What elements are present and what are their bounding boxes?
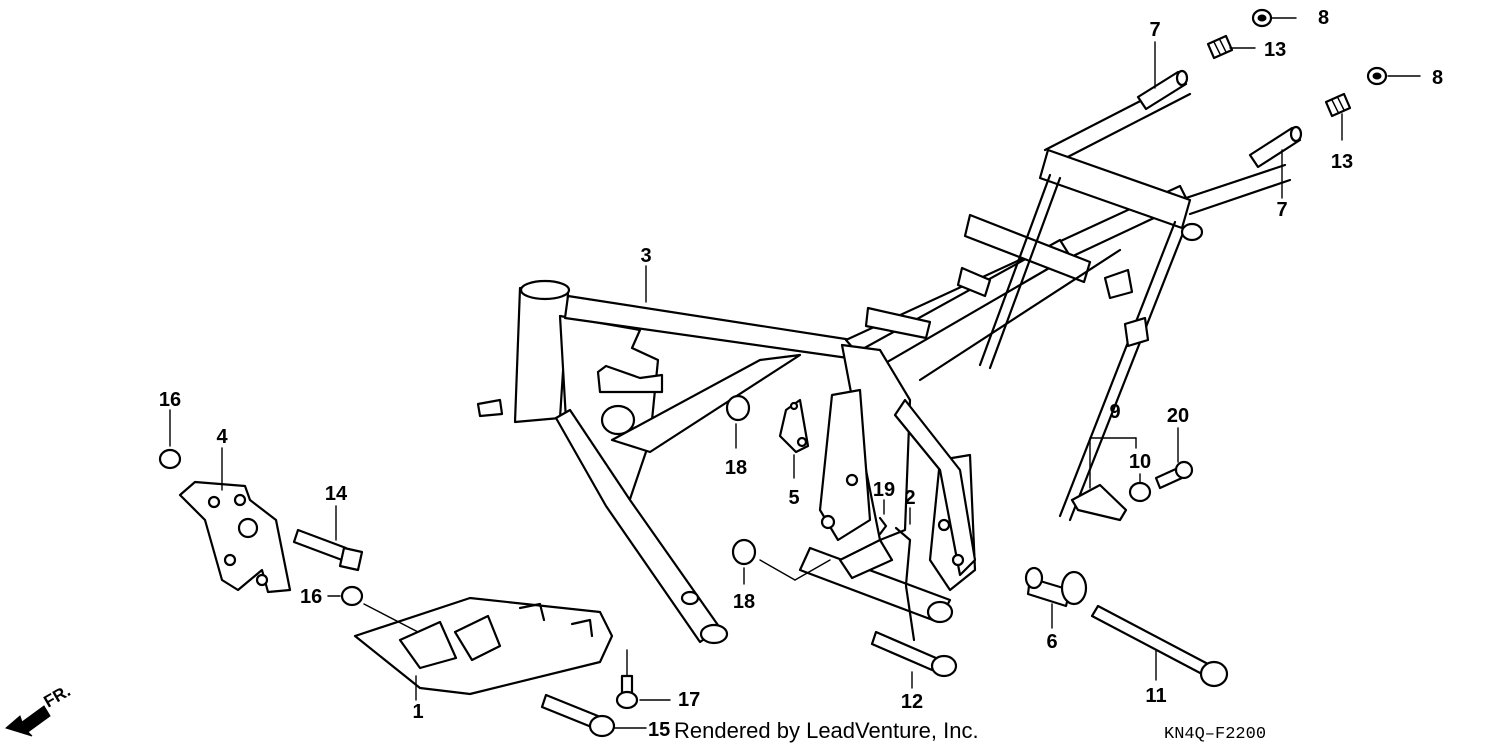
bolt-14: [292, 528, 364, 572]
bolt-13-upper: [1206, 34, 1234, 60]
bolt-15: [540, 693, 616, 738]
callout-6: 6: [1046, 631, 1057, 653]
callout-17: 17: [678, 689, 700, 711]
callout-10: 10: [1129, 451, 1151, 473]
clip-19: [878, 516, 888, 536]
render-credit: Rendered by LeadVenture, Inc.: [674, 718, 979, 743]
leader-lines: [169, 17, 1421, 729]
bolt-20: [1154, 460, 1194, 490]
bolt-13-lower: [1324, 92, 1352, 118]
bolt-17: [615, 674, 639, 710]
cable-2: [894, 526, 916, 642]
engine-hanger-plate: [178, 480, 292, 594]
nut-16-lower: [340, 585, 364, 607]
bolt-12: [870, 630, 958, 678]
callout-16-lower: 16: [300, 586, 322, 608]
front-direction-label: FR.: [41, 681, 74, 711]
callout-2: 2: [904, 487, 915, 509]
nut-18-upper: [725, 394, 751, 422]
callout-18-upper: 18: [725, 457, 747, 479]
diagram-code: KN4Q–F2200: [1164, 725, 1266, 744]
callout-labels: 1 2 3 4 5 6 7 7 8 8 9 10 11 12 13 13 14 …: [159, 7, 1443, 741]
callout-11: 11: [1145, 685, 1166, 707]
callout-8-lower: 8: [1432, 67, 1443, 89]
front-direction-arrow: FR.: [4, 681, 74, 737]
callout-8-upper: 8: [1318, 7, 1329, 29]
nut-8-lower: [1366, 66, 1388, 86]
nut-8-upper: [1251, 8, 1273, 28]
callout-16-upper: 16: [159, 389, 181, 411]
callout-15: 15: [648, 719, 670, 741]
callout-1: 1: [412, 701, 423, 723]
chain-guard-9: [1070, 483, 1128, 522]
callout-4: 4: [216, 426, 228, 448]
nut-18-lower: [731, 538, 757, 566]
rear-pipe-lower: [1248, 125, 1303, 169]
callout-7-upper: 7: [1149, 19, 1160, 41]
skid-plate: [353, 596, 614, 696]
frame-body: [476, 76, 1292, 645]
callout-13-upper: 13: [1264, 39, 1286, 61]
callout-18-lower: 18: [733, 591, 755, 613]
bolt-11: [1090, 604, 1229, 688]
callout-7-lower: 7: [1276, 199, 1287, 221]
callout-5: 5: [788, 487, 799, 509]
callout-9: 9: [1109, 401, 1120, 423]
pivot-collar-6: [1024, 566, 1088, 608]
callout-13-lower: 13: [1331, 151, 1353, 173]
callout-19: 19: [873, 479, 895, 501]
collar-10: [1128, 481, 1152, 503]
callout-20: 20: [1167, 405, 1189, 427]
rear-pipe-upper: [1136, 69, 1189, 111]
callout-3: 3: [640, 245, 651, 267]
nut-16-upper: [158, 448, 182, 470]
bracket-5: [778, 398, 810, 454]
callout-14: 14: [325, 483, 348, 505]
callout-12: 12: [901, 691, 923, 713]
